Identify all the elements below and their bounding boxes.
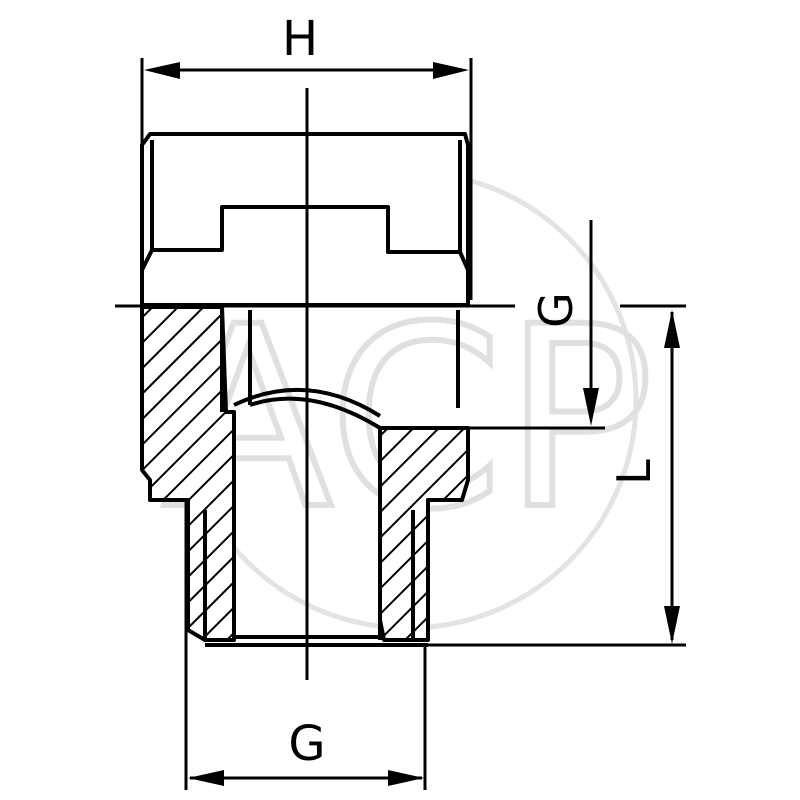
label-l: L: [607, 459, 661, 485]
dimension-g-male: [184, 500, 427, 790]
centerlines: [115, 88, 686, 680]
label-g-male: G: [288, 716, 325, 772]
label-g-female: G: [529, 292, 583, 328]
dimension-g-female: [583, 220, 599, 426]
label-h: H: [282, 11, 318, 67]
dimension-l: [664, 310, 680, 644]
fitting-outline: [140, 132, 470, 647]
dimension-h: [140, 58, 473, 300]
